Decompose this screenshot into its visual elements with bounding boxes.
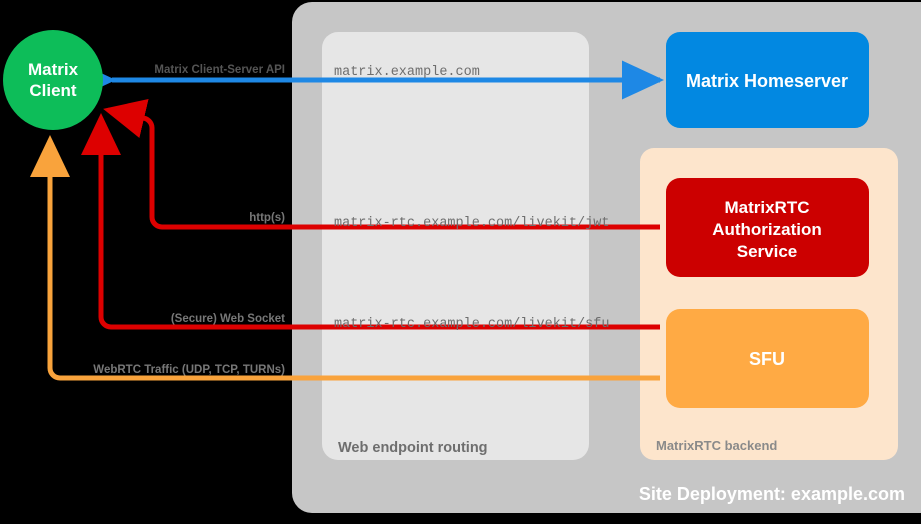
- site-deployment-caption: Site Deployment: example.com: [639, 484, 905, 504]
- matrix-client-label-line1: Matrix: [28, 60, 79, 79]
- connection-https: [103, 99, 660, 230]
- matrix-client-label-line2: Client: [29, 81, 77, 100]
- label-websocket: (Secure) Web Socket: [171, 313, 285, 325]
- node-matrix-client[interactable]: Matrix Client: [3, 30, 103, 130]
- endpoint-host-jwt: matrix-rtc.example.com/livekit/jwt: [334, 216, 609, 231]
- node-sfu[interactable]: SFU: [666, 309, 869, 408]
- matrix-homeserver-label: Matrix Homeserver: [686, 71, 848, 91]
- auth-service-label-line3: Service: [737, 242, 798, 261]
- label-matrix-client-server-api: Matrix Client-Server API: [154, 64, 285, 76]
- web-endpoint-routing-zone: [322, 32, 589, 460]
- matrixrtc-backend-caption: MatrixRTC backend: [656, 438, 777, 453]
- connection-webrtc: [29, 135, 660, 381]
- endpoint-host-matrix: matrix.example.com: [334, 65, 480, 80]
- auth-service-label-line1: MatrixRTC: [724, 198, 809, 217]
- label-https: http(s): [249, 212, 285, 224]
- node-matrixrtc-authorization-service[interactable]: MatrixRTC Authorization Service: [666, 178, 869, 277]
- web-endpoint-routing-caption: Web endpoint routing: [338, 440, 488, 456]
- auth-service-label-line2: Authorization: [712, 220, 822, 239]
- label-webrtc: WebRTC Traffic (UDP, TCP, TURNs): [93, 364, 285, 376]
- endpoint-host-sfu: matrix-rtc.example.com/livekit/sfu: [334, 317, 609, 332]
- node-matrix-homeserver[interactable]: Matrix Homeserver: [666, 32, 869, 128]
- connection-websocket: [81, 113, 660, 330]
- sfu-label: SFU: [749, 349, 785, 369]
